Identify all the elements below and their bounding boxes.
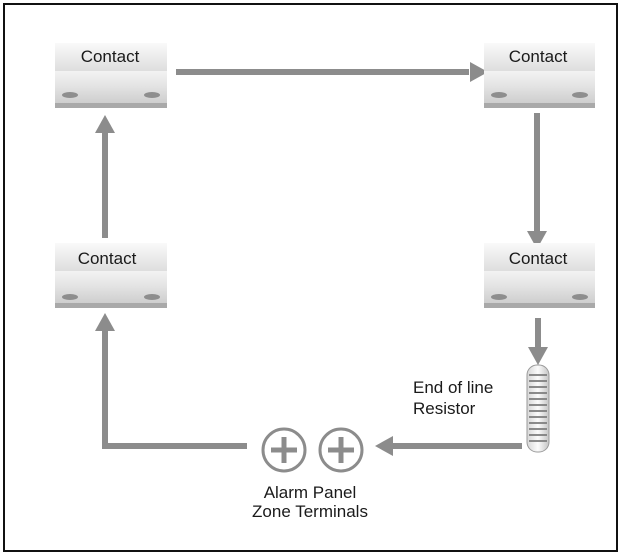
terminal-plus-icon-1 [261,427,307,473]
contact-label-top-right: Contact [508,47,568,66]
contact-label-right-middle: Contact [508,249,568,268]
resistor-label-line2: Resistor [413,399,476,418]
diagram-frame [3,3,618,552]
contact-top-left [55,43,167,108]
contact-label-left-middle: Contact [77,249,137,268]
wire-bottom-right [375,436,522,456]
contact-right-middle [484,243,595,308]
wire-right-lower [528,318,548,365]
wire-top [176,62,488,82]
terminal-plus-icon-2 [318,427,364,473]
resistor-label-line1: End of line [413,378,494,397]
contact-left-middle [55,243,167,308]
terminal-label: Alarm Panel Zone Terminals [220,483,400,521]
wire-left [95,115,115,238]
terminal-label-line1: Alarm Panel [263,483,357,502]
contact-top-right [484,43,595,108]
contact-label-top-left: Contact [80,47,140,66]
wire-bottom-left [95,313,247,449]
terminal-label-line2: Zone Terminals [252,502,368,521]
resistor-label: End of line Resistor [413,377,523,419]
wire-right-upper [527,113,547,249]
resistor-icon [526,364,550,453]
